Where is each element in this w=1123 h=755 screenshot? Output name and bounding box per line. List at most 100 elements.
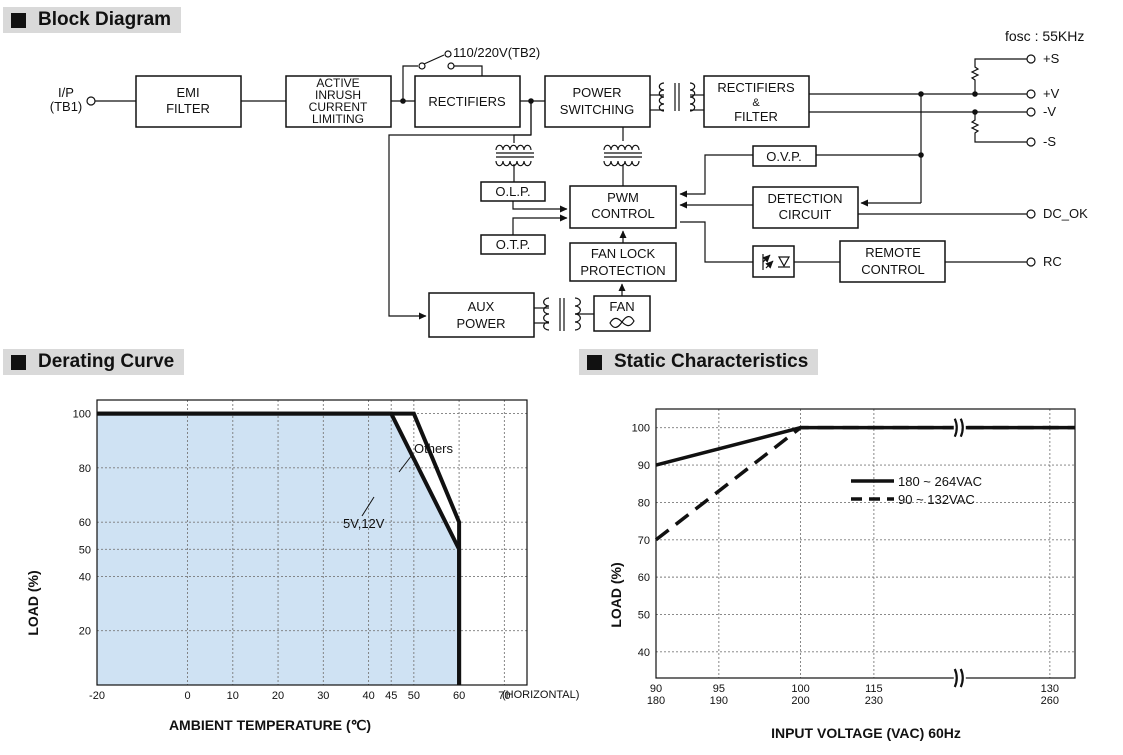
aux-power-label: POWER bbox=[456, 316, 505, 331]
emi-filter-label: FILTER bbox=[166, 101, 210, 116]
axis-break-icon bbox=[953, 418, 958, 438]
x-tick-label-bottom: 260 bbox=[1041, 695, 1059, 707]
block-diagram: fosc : 55KHz I/P (TB1) 110/220V(TB2) EMI… bbox=[50, 28, 1088, 338]
x-tick-label-bottom: 200 bbox=[791, 695, 809, 707]
output-label-plus-s: +S bbox=[1043, 51, 1060, 66]
static-characteristics-chart: 4050607080901009018095190100200115230130… bbox=[632, 408, 1076, 707]
plot-frame bbox=[655, 408, 1076, 679]
otp-label: O.T.P. bbox=[496, 237, 530, 252]
pwm-control-label: PWM bbox=[607, 190, 639, 205]
detection-circuit-box bbox=[752, 186, 859, 229]
square-bullet-icon bbox=[587, 354, 602, 370]
x-tick-label-top: 100 bbox=[791, 683, 809, 695]
terminal-icon bbox=[1026, 89, 1036, 99]
detection-circuit-label: CIRCUIT bbox=[779, 207, 832, 222]
ovp-label: O.V.P. bbox=[766, 149, 801, 164]
series-line-1 bbox=[97, 411, 462, 685]
switch-icon bbox=[402, 50, 483, 101]
transformer-icon bbox=[603, 127, 642, 186]
remote-control-label: REMOTE bbox=[865, 245, 921, 260]
fan-icon bbox=[609, 316, 635, 328]
ovp-box bbox=[752, 145, 817, 167]
x-tick-label-bottom: 190 bbox=[710, 695, 728, 707]
optocoupler-box bbox=[752, 245, 795, 278]
legend-label-0: 180 ~ 264VAC bbox=[898, 474, 982, 489]
sense-resistor-icon bbox=[970, 58, 1027, 143]
x-tick-label-top: 130 bbox=[1041, 683, 1059, 695]
y-tick-label: 40 bbox=[79, 571, 91, 583]
rectifiers-filter-label: FILTER bbox=[734, 109, 778, 124]
terminal-icon bbox=[1026, 137, 1036, 147]
axis-break-icon bbox=[953, 668, 958, 688]
y-tick-label: 60 bbox=[79, 517, 91, 529]
square-bullet-icon bbox=[11, 354, 26, 370]
static-y-axis-label: LOAD (%) bbox=[608, 562, 624, 627]
rectifiers-box bbox=[414, 75, 521, 128]
section-title: Static Characteristics bbox=[614, 351, 809, 372]
power-switching-label: SWITCHING bbox=[560, 102, 634, 117]
axis-break-icon bbox=[959, 668, 964, 688]
wire-otp-to-pwm bbox=[512, 214, 568, 235]
transformer-icon bbox=[650, 82, 704, 112]
section-header-block-diagram: Block Diagram bbox=[3, 7, 182, 33]
section-header-derating-curve: Derating Curve bbox=[3, 349, 185, 375]
static-x-axis-label: INPUT VOLTAGE (VAC) 60Hz bbox=[771, 725, 961, 741]
aux-power-box bbox=[428, 292, 535, 338]
annotation-leader bbox=[361, 496, 375, 517]
pwm-control-label: CONTROL bbox=[591, 206, 655, 221]
active-inrush-box bbox=[285, 75, 392, 128]
x-tick-label-bottom: 180 bbox=[647, 695, 665, 707]
y-tick-label: 90 bbox=[638, 460, 650, 472]
x-tick-label-top: 90 bbox=[650, 683, 662, 695]
series-label-5v12v: 5V,12V bbox=[343, 516, 385, 531]
plot-frame bbox=[96, 399, 528, 686]
y-tick-label: 20 bbox=[79, 626, 91, 638]
output-label-minus-s: -S bbox=[1043, 134, 1056, 149]
y-tick-label: 100 bbox=[632, 423, 650, 435]
wire-to-aux bbox=[388, 101, 532, 320]
section-title: Derating Curve bbox=[38, 351, 175, 372]
derating-y-axis-label: LOAD (%) bbox=[25, 570, 41, 635]
rectifiers-filter-label: & bbox=[752, 97, 760, 109]
output-label-rc: RC bbox=[1043, 254, 1062, 269]
active-inrush-label: CURRENT bbox=[309, 100, 368, 114]
series-label-others: Others bbox=[414, 441, 454, 456]
y-tick-label: 80 bbox=[638, 497, 650, 509]
y-tick-label: 100 bbox=[73, 409, 91, 421]
x-tick-label: 0 bbox=[184, 690, 190, 702]
power-switching-box bbox=[544, 75, 651, 128]
fan-lock-label: FAN LOCK bbox=[591, 246, 656, 261]
olp-label: O.L.P. bbox=[495, 184, 530, 199]
input-terminal-icon bbox=[86, 96, 96, 106]
annotation-leader bbox=[398, 454, 413, 473]
terminal-icon bbox=[1026, 54, 1036, 64]
output-label-dcok: DC_OK bbox=[1043, 206, 1088, 221]
output-label-plus-v: +V bbox=[1043, 86, 1060, 101]
y-tick-label: 60 bbox=[638, 572, 650, 584]
rectifiers-filter-label: RECTIFIERS bbox=[717, 80, 795, 95]
remote-control-box bbox=[839, 240, 946, 283]
x-tick-label: 10 bbox=[227, 690, 239, 702]
y-tick-label: 50 bbox=[638, 609, 650, 621]
square-bullet-icon bbox=[11, 12, 26, 28]
axis-break-icon bbox=[959, 418, 964, 438]
remote-control-label: CONTROL bbox=[861, 262, 925, 277]
x-tick-label: 30 bbox=[317, 690, 329, 702]
derating-axis-note: (HORIZONTAL) bbox=[502, 689, 579, 701]
y-tick-label: 40 bbox=[638, 647, 650, 659]
input-label-ip: I/P bbox=[58, 85, 74, 100]
power-switching-label: POWER bbox=[572, 85, 621, 100]
x-tick-label-bottom: 230 bbox=[865, 695, 883, 707]
terminal-icon bbox=[1026, 209, 1036, 219]
section-title: Block Diagram bbox=[38, 9, 172, 30]
detection-circuit-label: DETECTION bbox=[767, 191, 842, 206]
emi-filter-box bbox=[135, 75, 242, 128]
transformer-icon bbox=[534, 297, 594, 331]
x-tick-label: 50 bbox=[408, 690, 420, 702]
derating-x-axis-label: AMBIENT TEMPERATURE (℃) bbox=[169, 717, 371, 733]
rectifiers-label: RECTIFIERS bbox=[428, 94, 506, 109]
fosc-label: fosc : 55KHz bbox=[1005, 28, 1084, 44]
pwm-control-box bbox=[569, 185, 677, 229]
